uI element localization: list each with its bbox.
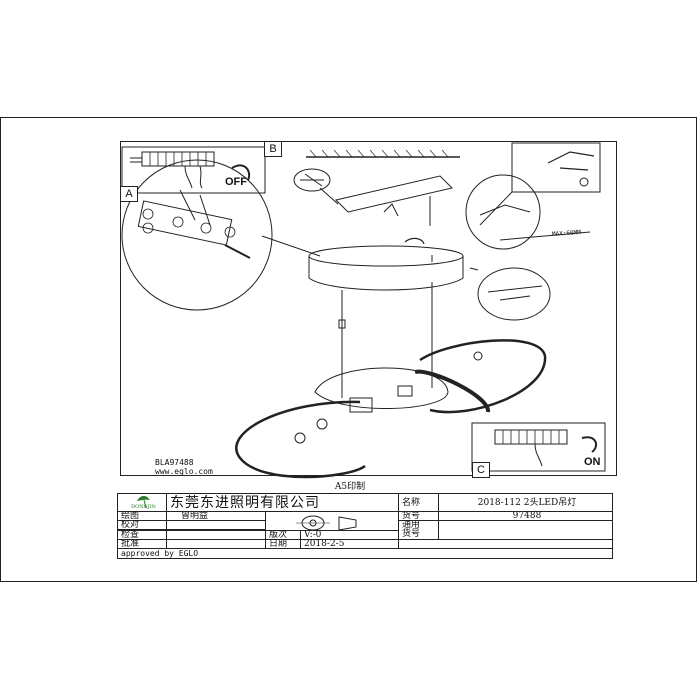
common-item-label: 通用 货号 — [398, 520, 439, 540]
company-logo — [137, 495, 150, 509]
print-note: A5印制 — [334, 482, 366, 492]
terminal-block-icon — [141, 151, 215, 167]
off-label: OFF — [225, 176, 247, 188]
model-code: BLA97488 — [155, 458, 194, 467]
led-arc-upper — [419, 339, 547, 414]
logo-cell: DONGJIN — [117, 493, 167, 512]
name-value: 2018-112 2头LED吊灯 — [438, 493, 613, 512]
on-label: ON — [584, 456, 601, 468]
cable-length-detail — [465, 174, 541, 250]
page-frame — [0, 117, 697, 582]
connector-box — [349, 397, 373, 413]
company-name: 东莞东进照明有限公司 — [166, 493, 399, 512]
drawing-frame — [120, 141, 617, 476]
common-item-value — [438, 520, 613, 540]
rotate-arrow-on-icon — [581, 436, 598, 453]
canopy — [308, 245, 464, 267]
mounting-bracket-icon — [335, 175, 453, 213]
upper-ring — [314, 367, 449, 410]
name-label: 名称 — [398, 493, 439, 512]
model-website: www.eglo.com — [155, 467, 213, 476]
panel-label-c: C — [472, 462, 490, 478]
panel-label-b: B — [264, 141, 282, 157]
panel-a-detail — [121, 159, 273, 311]
projection-symbol-cell — [265, 511, 399, 531]
approved-by: approved by EGLO — [117, 548, 613, 559]
panel-label-a: A — [120, 186, 138, 202]
model-info: BLA97488 www.eglo.com — [155, 458, 213, 476]
panel-b-sub-detail — [477, 267, 551, 321]
canopy-rotate-arrow — [404, 237, 425, 245]
title-block: DONGJIN 东莞东进照明有限公司 名称 2018-112 2头LED吊灯 绘… — [117, 493, 613, 589]
rotate-arrow-icon — [231, 164, 251, 181]
wall-plug-icon — [293, 168, 331, 192]
projection-cone-symbol — [338, 516, 357, 531]
panel-b-detail — [121, 146, 266, 194]
check-value — [166, 520, 266, 530]
led-arc-lower — [235, 400, 366, 479]
panel-c-detail — [471, 422, 606, 472]
check-label: 校对 — [117, 520, 167, 530]
